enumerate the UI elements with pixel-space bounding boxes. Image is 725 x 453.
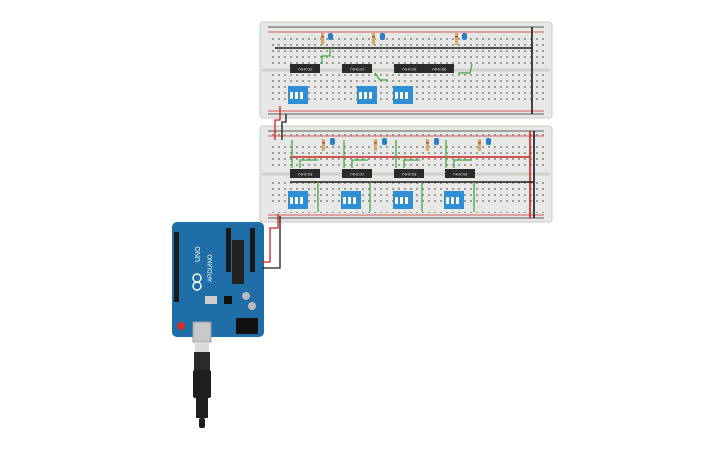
top-resistor-2[interactable] xyxy=(372,33,375,45)
bottom-dip-switch-2[interactable] xyxy=(341,191,361,209)
bottom-dip-switch-3[interactable] xyxy=(393,191,413,209)
bottom-resistor-2[interactable] xyxy=(374,139,377,151)
top-chip-2-label: 74HC32 xyxy=(350,67,365,72)
usb-b-port[interactable] xyxy=(192,321,212,343)
bridge-red-wire[interactable] xyxy=(274,106,281,140)
top-led-1[interactable] xyxy=(328,33,333,40)
bottom-chip-2-label: 74HC32 xyxy=(350,172,365,177)
top-chip-1[interactable]: 74HC32 xyxy=(290,64,320,73)
top-dip-switch-2[interactable] xyxy=(357,86,377,104)
bottom-chip-2[interactable]: 74HC32 xyxy=(342,169,372,178)
bottom-led-3[interactable] xyxy=(434,138,439,145)
top-led-2[interactable] xyxy=(380,33,385,40)
bottom-dip-switch-1[interactable] xyxy=(288,191,308,209)
top-chip-1-label: 74HC32 xyxy=(298,67,313,72)
bottom-led-1[interactable] xyxy=(330,138,335,145)
top-chip-4[interactable]: 74HC86 xyxy=(424,64,454,73)
top-green-wire-1[interactable] xyxy=(321,48,331,64)
bottom-resistor-4[interactable] xyxy=(478,139,481,151)
bottom-resistor-1[interactable] xyxy=(322,139,325,151)
top-chip-3[interactable]: 74HC08 xyxy=(394,64,424,73)
bottom-resistor-3[interactable] xyxy=(426,139,429,151)
bottom-green-wires[interactable] xyxy=(291,140,475,212)
bottom-dip-switch-4[interactable] xyxy=(444,191,464,209)
bottom-led-4[interactable] xyxy=(486,138,491,145)
arduino-black-wire[interactable] xyxy=(262,216,281,269)
arduino-logo-icon xyxy=(192,273,202,291)
top-dip-switch-1[interactable] xyxy=(288,86,308,104)
bottom-chip-4[interactable]: 74HC08 xyxy=(445,169,475,178)
arduino-brand-label: ARDUINO xyxy=(208,254,214,282)
top-chip-3-label: 74HC08 xyxy=(402,67,417,72)
top-green-wire-2[interactable] xyxy=(374,72,388,81)
top-dip-switch-3[interactable] xyxy=(393,86,413,104)
arduino-red-wire[interactable] xyxy=(262,214,279,263)
top-resistor-3[interactable] xyxy=(455,33,458,45)
arduino-model-label: UNO xyxy=(195,246,202,262)
bottom-chip-3[interactable]: 74HC08 xyxy=(394,169,424,178)
top-green-wire-3[interactable] xyxy=(458,63,473,74)
bottom-led-2[interactable] xyxy=(382,138,387,145)
top-chip-2[interactable]: 74HC32 xyxy=(342,64,372,73)
bottom-chip-1[interactable]: 74HC08 xyxy=(290,169,320,178)
top-resistor-1[interactable] xyxy=(321,33,324,45)
top-led-3[interactable] xyxy=(462,33,467,40)
arduino-uno-board[interactable]: UNO ARDUINO xyxy=(172,222,264,337)
bottom-chip-4-label: 74HC08 xyxy=(453,172,468,177)
top-chip-4-label: 74HC86 xyxy=(432,67,447,72)
usb-cable[interactable] xyxy=(193,342,211,428)
bridge-black-wire[interactable] xyxy=(281,114,287,140)
bottom-chip-1-label: 74HC08 xyxy=(298,172,313,177)
bottom-chip-3-label: 74HC08 xyxy=(402,172,417,177)
